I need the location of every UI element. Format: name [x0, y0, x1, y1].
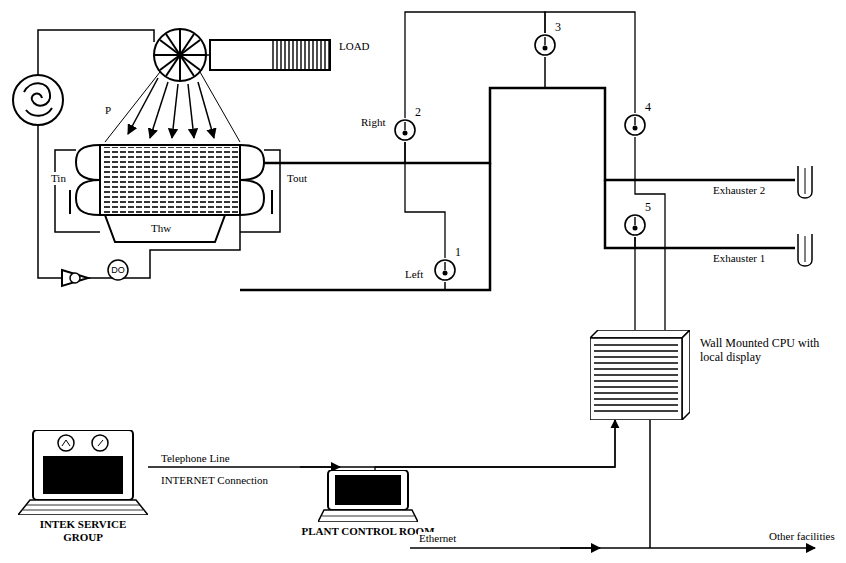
sensor-circle: 2 [393, 118, 417, 142]
cpu-box-outline [590, 330, 690, 420]
signal-wire [148, 420, 615, 467]
callout-number: 5 [645, 201, 651, 214]
part-label: Tout [286, 172, 308, 185]
callout-number: 4 [645, 101, 651, 114]
part-label: Thw [150, 222, 172, 235]
part-label: Left [404, 268, 424, 281]
part-label: P [104, 104, 112, 117]
callout-number: 3 [555, 21, 561, 34]
device-label: Wall Mounted CPU with local display [700, 336, 820, 364]
sensor-circle-outline [393, 118, 417, 142]
callout-number: 1 [455, 246, 461, 259]
part-label: Ethernet [418, 532, 457, 545]
computer: PLANT CONTROL ROOM [318, 470, 418, 522]
gauge-circle: DO [107, 259, 129, 281]
sensor-circle: 1 [433, 258, 457, 282]
part-label: LOAD [338, 40, 371, 53]
signal-wire [405, 142, 445, 258]
part-label: Exhauster 2 [712, 184, 766, 197]
sensor-circle: 4 [623, 113, 647, 137]
callout-number: 2 [415, 106, 421, 119]
part-label: Telephone Line [160, 452, 231, 465]
part-label: Other facilities [768, 530, 836, 543]
signal-wire [545, 12, 635, 113]
computer-outline [18, 430, 148, 515]
sensor-circle-outline [623, 213, 647, 237]
part-label: Tin [50, 172, 67, 185]
signal-wire [375, 420, 615, 470]
sensor-circle: 3 [533, 33, 557, 57]
part-label: Exhauster 1 [712, 252, 766, 265]
coolant-loop [13, 29, 815, 548]
part-label: INTERNET Connection [160, 474, 269, 487]
cpu-box: Wall Mounted CPU with local display [590, 330, 690, 420]
sensor-circle-outline [623, 113, 647, 137]
signal-wire [634, 237, 635, 330]
sensor-circle-outline [533, 33, 557, 57]
computer-outline [318, 470, 418, 522]
sensor-circle-outline [433, 258, 457, 282]
sensor-circle: 5 [623, 213, 647, 237]
signal-wire [405, 12, 545, 118]
part-label: Right [360, 116, 386, 129]
gauge-label: DO [107, 259, 129, 281]
device-label: INTEK SERVICE GROUP [33, 518, 133, 544]
computer: INTEK SERVICE GROUP [18, 430, 148, 515]
